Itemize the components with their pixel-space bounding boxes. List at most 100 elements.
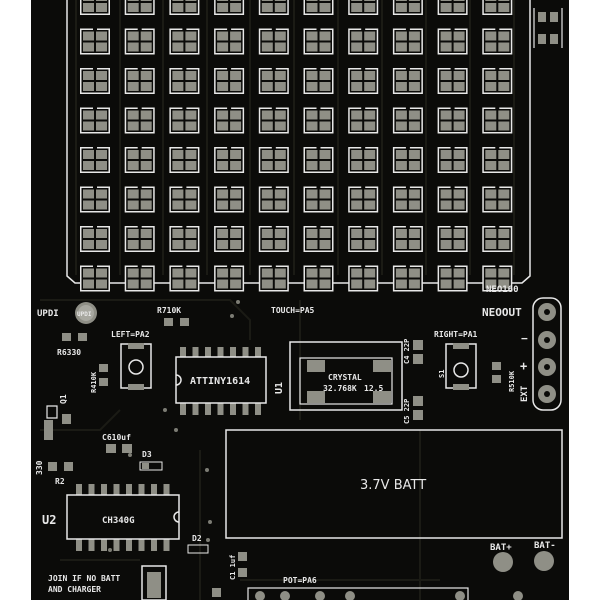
mcu-pin bbox=[230, 347, 236, 359]
u1-label: U1 bbox=[274, 382, 285, 394]
mcu-pin bbox=[242, 403, 249, 415]
led-cell bbox=[482, 28, 513, 55]
mcu-pin bbox=[255, 403, 261, 415]
header-plus: + bbox=[520, 359, 527, 373]
led-cell bbox=[348, 226, 379, 252]
u2-label: U2 bbox=[42, 513, 56, 527]
mcu-pin bbox=[217, 347, 224, 359]
ch340g-chip bbox=[66, 484, 180, 551]
led-cell bbox=[482, 68, 513, 94]
led-cell bbox=[214, 226, 245, 252]
c1-label: C1 1uf bbox=[229, 555, 237, 580]
crystal-title: CRYSTAL bbox=[328, 373, 362, 382]
led-cell bbox=[437, 0, 468, 15]
led-cell bbox=[214, 68, 245, 94]
led-cell bbox=[437, 28, 468, 55]
led-cell bbox=[169, 107, 200, 134]
led-cell bbox=[303, 0, 334, 15]
mcu-pin bbox=[192, 347, 199, 359]
led-cell bbox=[214, 147, 245, 173]
bat-minus-pad bbox=[534, 551, 554, 571]
ch340g-pin bbox=[138, 539, 145, 551]
mcu-pin bbox=[230, 403, 236, 415]
led-cell bbox=[124, 68, 155, 94]
r4-label: R4 bbox=[90, 385, 98, 393]
led-cell bbox=[303, 28, 334, 55]
led-cell bbox=[214, 107, 245, 134]
left-button[interactable] bbox=[120, 343, 152, 390]
battery-outline bbox=[225, 429, 563, 539]
led-cell bbox=[348, 147, 379, 173]
svg-text:R6330: R6330 bbox=[57, 348, 81, 357]
led-cell bbox=[258, 186, 289, 213]
led-cell bbox=[392, 226, 423, 252]
led-cell bbox=[392, 28, 423, 55]
ch340g-pin bbox=[126, 539, 132, 551]
svg-text:C610uf: C610uf bbox=[102, 433, 131, 442]
led-cell bbox=[80, 265, 110, 292]
mcu-label: ATTINY1614 bbox=[190, 376, 250, 387]
led-cell bbox=[258, 107, 289, 134]
q1-label: Q1 bbox=[59, 394, 68, 404]
led-cell bbox=[348, 265, 379, 292]
neoout-label: NEOOUT bbox=[482, 306, 522, 319]
ch340g-pin bbox=[138, 484, 145, 496]
c4-label: C4 22P bbox=[403, 339, 411, 364]
ch340g-label: CH340G bbox=[102, 516, 135, 526]
s1-label: S1 bbox=[438, 370, 446, 378]
left-button-label: LEFT=PA2 bbox=[111, 330, 150, 339]
led-cell bbox=[258, 0, 289, 15]
led-cell bbox=[214, 0, 245, 15]
d3-label: D3 bbox=[142, 450, 152, 459]
led-cell bbox=[258, 226, 289, 252]
led-cell bbox=[303, 107, 334, 134]
led-cell bbox=[169, 0, 200, 15]
led-cell bbox=[392, 107, 423, 134]
r7-label: R7 bbox=[157, 306, 167, 315]
led-cell bbox=[392, 147, 423, 173]
led-cell bbox=[124, 226, 155, 252]
led-cell bbox=[124, 107, 155, 134]
mcu-pin bbox=[205, 403, 211, 415]
r330-label: 330 bbox=[35, 460, 44, 475]
crystal-value-2: 12.5 bbox=[364, 384, 383, 393]
led-cell bbox=[303, 68, 334, 94]
header-pins bbox=[538, 303, 556, 403]
led-cell bbox=[214, 28, 245, 55]
mcu-pin bbox=[255, 347, 261, 359]
led-cell bbox=[303, 265, 334, 292]
header-outline bbox=[532, 297, 562, 411]
mcu-pin bbox=[180, 403, 186, 415]
led-cell bbox=[348, 28, 379, 55]
led-cell bbox=[169, 147, 200, 173]
led-cell bbox=[348, 107, 379, 134]
ch340g-pin bbox=[101, 539, 107, 551]
led-cell bbox=[80, 147, 110, 173]
ch340g-pin bbox=[163, 484, 170, 496]
led-cell bbox=[169, 28, 200, 55]
led-cell bbox=[258, 147, 289, 173]
led-cell bbox=[214, 186, 245, 213]
led-cell bbox=[124, 186, 155, 213]
bat-plus-label: BAT+ bbox=[490, 543, 512, 553]
bat-minus-label: BAT- bbox=[534, 541, 556, 551]
header-minus: − bbox=[521, 332, 528, 345]
r7-value: 10K bbox=[167, 306, 182, 315]
touch-label: TOUCH=PA5 bbox=[271, 306, 315, 315]
updi-label: UPDI bbox=[37, 309, 59, 319]
ext-label: EXT bbox=[520, 385, 530, 402]
led-cell bbox=[348, 0, 379, 15]
right-button[interactable] bbox=[445, 343, 477, 390]
battery-label: 3.7V BATT bbox=[360, 478, 426, 493]
led-cell bbox=[303, 186, 334, 213]
led-cell bbox=[214, 265, 245, 292]
led-cell bbox=[124, 147, 155, 173]
mcu-pin bbox=[217, 403, 224, 415]
ch340g-pin bbox=[113, 539, 120, 551]
led-cell bbox=[392, 186, 423, 213]
led-cell bbox=[392, 68, 423, 94]
mcu-pin bbox=[205, 347, 211, 359]
led-cell bbox=[80, 28, 110, 55]
svg-text:R410K: R410K bbox=[90, 371, 98, 393]
